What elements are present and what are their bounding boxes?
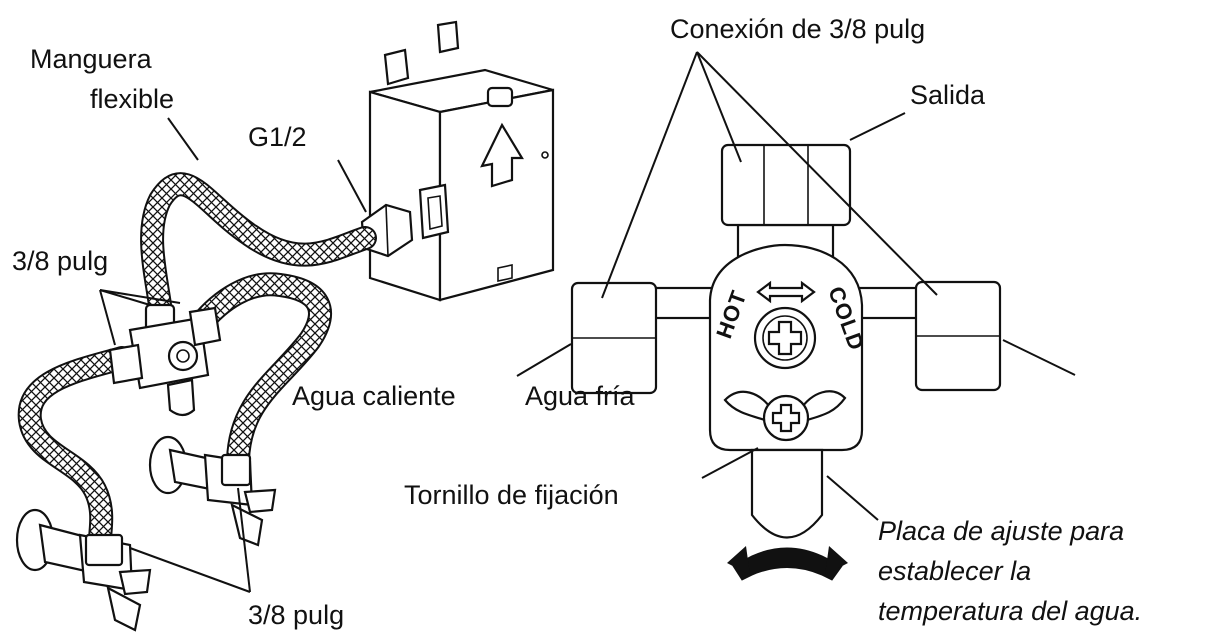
rotate-arrows-icon — [727, 546, 848, 581]
flexible-hose-right — [188, 272, 332, 472]
valve-body — [708, 243, 864, 452]
label-manguera-line1: Manguera — [30, 44, 153, 74]
valve-assembly-small — [108, 303, 222, 417]
label-g12: G1/2 — [248, 122, 307, 152]
flexible-hose-left — [17, 346, 134, 552]
outlet-nut — [720, 143, 852, 227]
label-manguera-line2: flexible — [90, 84, 174, 114]
label-tornillo: Tornillo de fijación — [404, 480, 619, 510]
fixing-screw-icon — [762, 394, 810, 442]
label-agua-caliente: Agua caliente — [292, 381, 456, 411]
label-conexion: Conexión de 3/8 pulg — [670, 14, 925, 44]
label-pulg-bottom: 3/8 pulg — [248, 600, 344, 630]
label-salida: Salida — [910, 80, 986, 110]
adjustment-plate[interactable] — [750, 448, 824, 539]
cold-inlet-nut — [914, 280, 1002, 392]
flexible-hose-top — [140, 172, 377, 317]
label-placa-line2: establecer la — [878, 556, 1031, 586]
up-arrow-icon — [480, 122, 524, 188]
hot-inlet-nut — [570, 281, 658, 395]
stop-valve-left — [15, 508, 152, 632]
valve-detail — [516, 51, 1076, 581]
label-placa-line1: Placa de ajuste para — [878, 516, 1124, 546]
label-pulg-top: 3/8 pulg — [12, 246, 108, 276]
installation-assembly — [15, 20, 555, 632]
label-agua-fria: Agua fría — [525, 381, 636, 411]
mixing-box — [368, 20, 555, 302]
stop-valve-right — [148, 435, 277, 547]
phillips-screw-icon — [753, 306, 817, 370]
double-arrow-icon — [756, 280, 816, 304]
label-placa-line3: temperatura del agua. — [878, 596, 1142, 626]
